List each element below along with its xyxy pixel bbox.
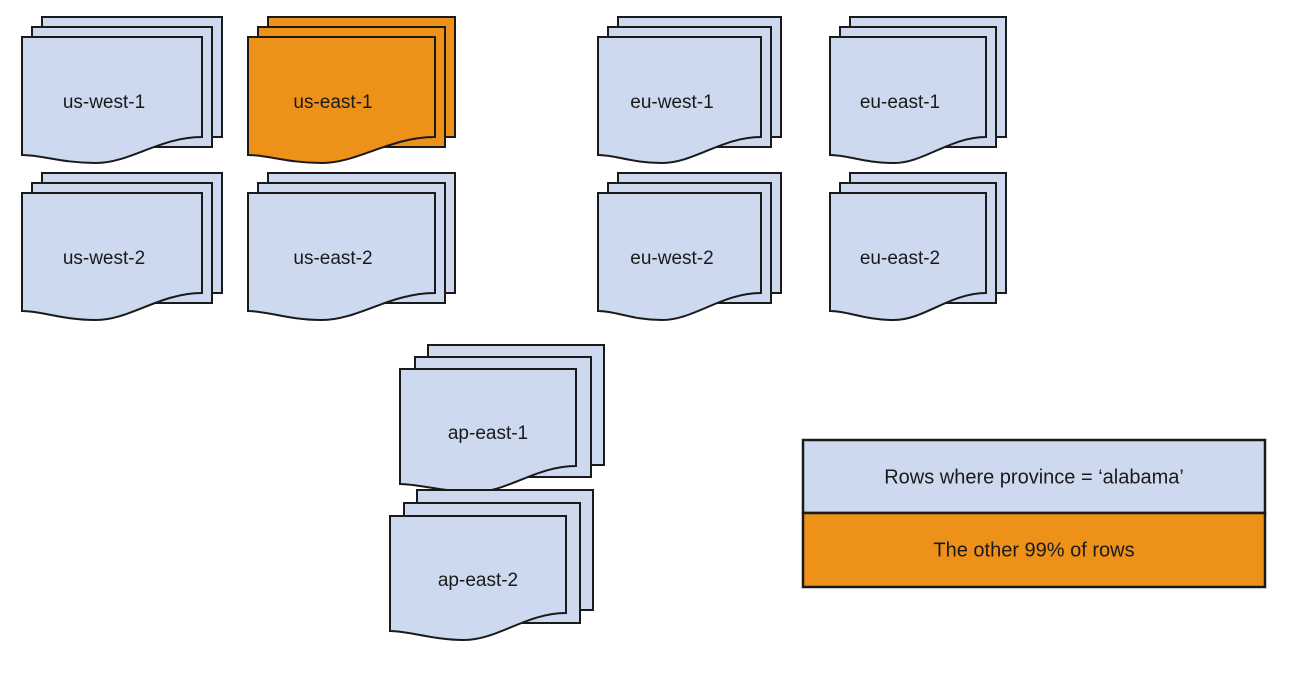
region-label-eu-west-2: eu-west-2 — [630, 248, 713, 269]
doc-page-front-us-east-2 — [247, 192, 436, 322]
region-stack-us-west-1[interactable]: us-west-1 — [21, 16, 223, 165]
region-label-us-east-1: us-east-1 — [293, 92, 372, 113]
region-label-us-west-1: us-west-1 — [63, 92, 145, 113]
region-label-ap-east-1: ap-east-1 — [448, 423, 528, 444]
region-stack-us-west-2[interactable]: us-west-2 — [21, 172, 223, 322]
region-label-us-east-2: us-east-2 — [293, 248, 372, 269]
region-label-eu-east-2: eu-east-2 — [860, 248, 940, 269]
legend-row-orange-label: The other 99% of rows — [933, 539, 1134, 561]
doc-page-front-ap-east-2 — [389, 515, 567, 642]
region-label-us-west-2: us-west-2 — [63, 248, 145, 269]
legend-row-orange-swatch — [801, 511, 1267, 589]
region-stack-ap-east-1[interactable]: ap-east-1 — [399, 344, 605, 494]
region-stack-us-east-1[interactable]: us-east-1 — [247, 16, 456, 165]
region-label-ap-east-2: ap-east-2 — [438, 570, 518, 591]
legend: Rows where province = ‘alabama’ The othe… — [801, 438, 1267, 589]
doc-page-front-eu-west-2 — [597, 192, 762, 322]
legend-row-blue-label: Rows where province = ‘alabama’ — [884, 466, 1184, 488]
doc-page-front-us-west-1 — [21, 36, 203, 165]
region-stack-eu-west-1[interactable]: eu-west-1 — [597, 16, 782, 165]
region-label-eu-west-1: eu-west-1 — [630, 92, 713, 113]
doc-page-front-us-east-1 — [247, 36, 436, 165]
doc-page-front-eu-east-2 — [829, 192, 987, 322]
region-stack-ap-east-2[interactable]: ap-east-2 — [389, 489, 594, 642]
region-stack-eu-west-2[interactable]: eu-west-2 — [597, 172, 782, 322]
doc-page-front-eu-west-1 — [597, 36, 762, 165]
region-stack-eu-east-2[interactable]: eu-east-2 — [829, 172, 1007, 322]
region-stack-us-east-2[interactable]: us-east-2 — [247, 172, 456, 322]
region-stack-eu-east-1[interactable]: eu-east-1 — [829, 16, 1007, 165]
region-label-eu-east-1: eu-east-1 — [860, 92, 940, 113]
doc-page-front-us-west-2 — [21, 192, 203, 322]
doc-page-front-eu-east-1 — [829, 36, 987, 165]
